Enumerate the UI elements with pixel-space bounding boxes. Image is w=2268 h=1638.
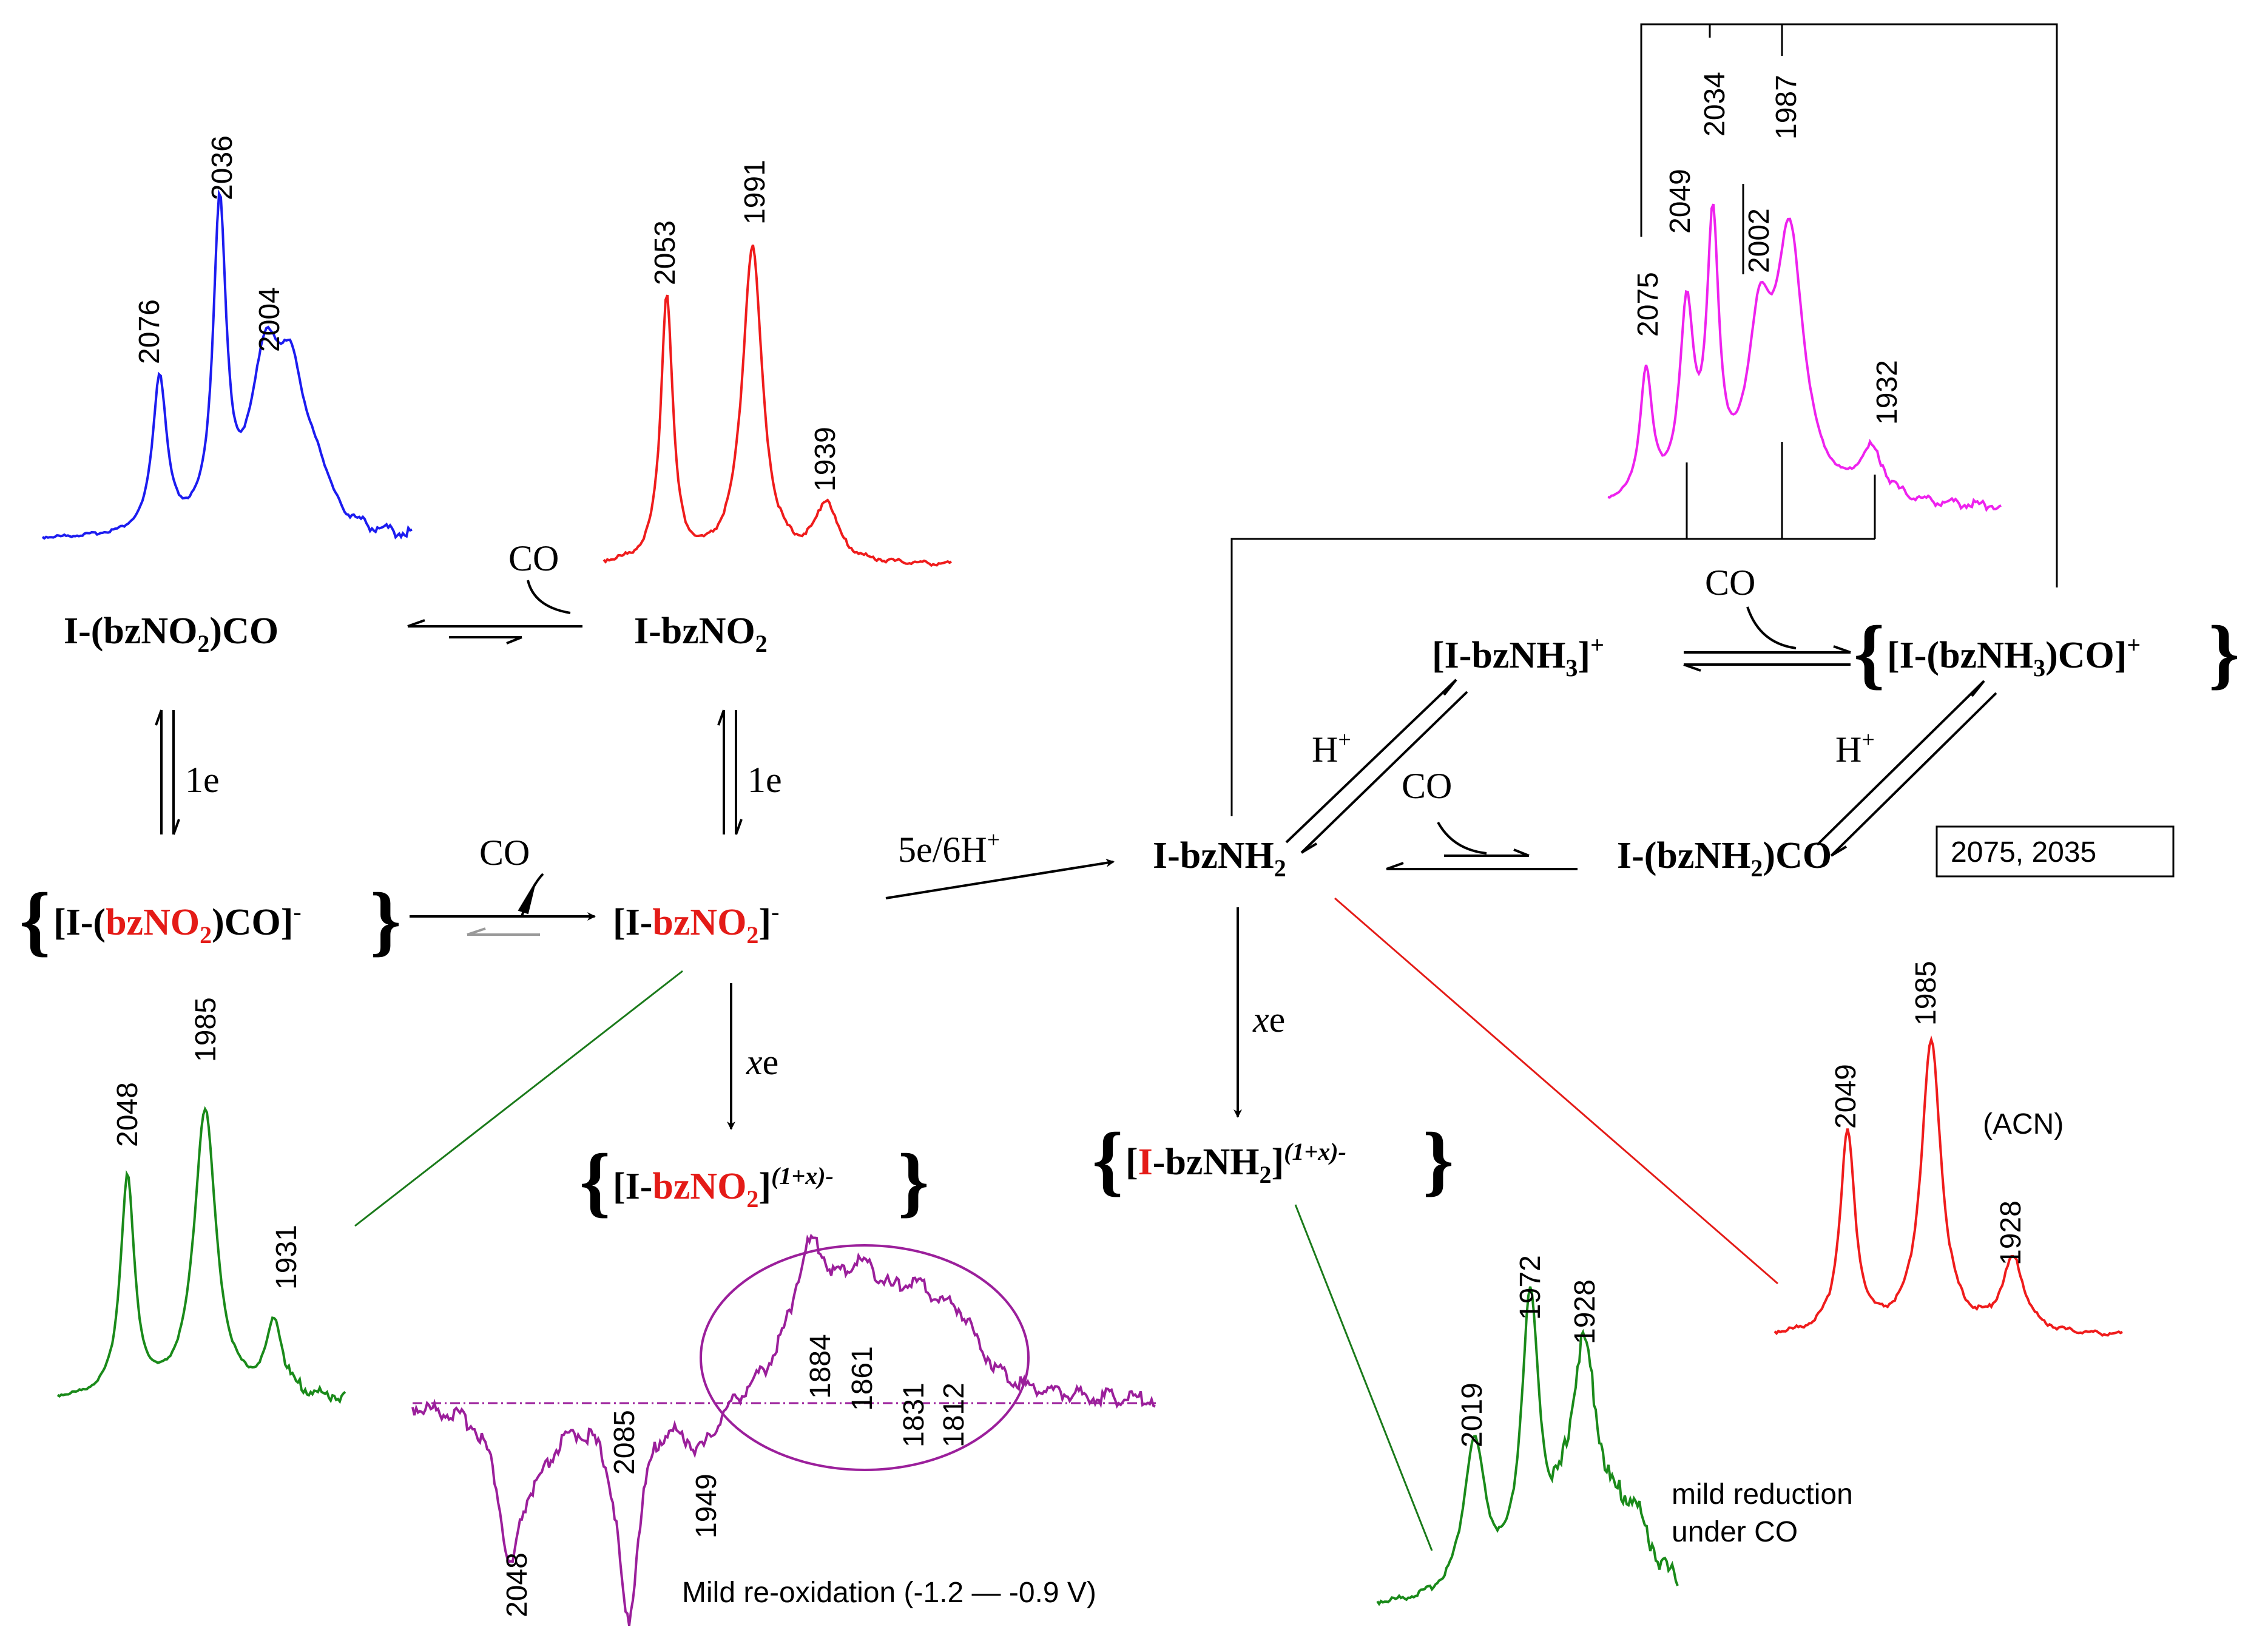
peak-label: 1987 (1770, 75, 1803, 140)
frequency-box-label: 2075, 2035 (1951, 836, 2096, 868)
brace-close: } (370, 877, 401, 964)
peak-label: 2048 (112, 1082, 144, 1147)
solvent-label: (ACN) (1983, 1108, 2064, 1140)
peak-label: 1931 (271, 1225, 303, 1290)
redox-arrow-left-1e (155, 709, 180, 835)
species-i-bznh2-reduced: [I-bzNH2](1+x)- (1126, 1138, 1346, 1188)
one-e-label-middle: 1e (748, 760, 782, 800)
peak-label: 1812 (938, 1382, 970, 1447)
peak-label: 2075 (1632, 272, 1664, 337)
five-e-label: 5e/6H+ (898, 827, 1000, 870)
one-e-label-left: 1e (185, 760, 220, 800)
brace-open: { (579, 1138, 610, 1225)
guide-line-green-right (1294, 1204, 1433, 1551)
guide-line-red-right (1334, 897, 1778, 1285)
peak-label: 1861 (846, 1346, 879, 1411)
peak-label: 2053 (649, 220, 681, 285)
brace-close: } (1423, 1117, 1454, 1204)
peak-label: 2019 (1456, 1382, 1488, 1447)
peak-label: 2049 (1830, 1064, 1862, 1129)
peak-labels-red-top: 2053 1991 1939 (649, 160, 842, 492)
peak-label: 1884 (805, 1334, 837, 1399)
spectrum-blue-i-bzno2-co (41, 189, 413, 540)
h-plus-label-left: H+ (1312, 727, 1351, 770)
co-label-bottom-left: CO (479, 833, 530, 873)
co-equilibrium-middle-right (1386, 822, 1578, 870)
co-label-top-left: CO (508, 538, 559, 578)
peak-labels-purple: 2048 2085 1949 1884 1861 1831 1812 (501, 1334, 970, 1617)
peak-label: 1928 (1995, 1200, 2027, 1265)
reduction-arrow-5e (885, 858, 1115, 899)
peak-label: 1932 (1871, 360, 1903, 425)
spectrum-purple-difference (411, 1233, 1156, 1626)
peak-label: 1831 (898, 1382, 930, 1447)
species-i-bzno2-co: I-(bzNO2)CO (64, 611, 278, 657)
peak-label: 2004 (254, 287, 286, 352)
xe-label-left: xe (746, 1042, 778, 1082)
peak-label: 1991 (739, 160, 771, 225)
mild-reduction-caption-2: under CO (1672, 1516, 1798, 1548)
peak-label: 1928 (1569, 1279, 1601, 1344)
peak-labels-green-left: 2048 1985 1931 (112, 997, 303, 1290)
peak-label: 2049 (1664, 169, 1696, 234)
equilibrium-arrow-top-left (407, 580, 582, 645)
peak-label: 1972 (1514, 1255, 1547, 1320)
spectrum-green-mild-reduction (1376, 1286, 1679, 1606)
peak-labels-magenta: 2075 2049 2034 2002 1987 1932 (1632, 72, 1903, 425)
brace-open: { (1854, 610, 1885, 697)
peak-label: 1949 (690, 1474, 723, 1538)
co-arrow-bottom-left (410, 873, 596, 936)
peak-label: 2002 (1743, 208, 1775, 273)
peak-labels-blue: 2076 2036 2004 (133, 135, 286, 364)
spectrum-green-bzno2-anion (56, 1106, 346, 1404)
guide-line-green-left (354, 970, 683, 1227)
spectrum-magenta-bznh3-co (1607, 203, 2002, 512)
redox-arrow-middle-1e (717, 709, 743, 835)
brace-open: { (1092, 1117, 1123, 1204)
protonation-arrow-left (1285, 679, 1468, 854)
mild-reoxidation-caption: Mild re-oxidation (-1.2 — -0.9 V) (682, 1577, 1096, 1609)
peak-label: 2085 (609, 1410, 641, 1475)
peak-label: 1939 (809, 427, 842, 492)
co-equilibrium-top-right (1683, 606, 1851, 672)
brace-close: } (2209, 610, 2239, 697)
spectrum-red-i-bzno2 (602, 244, 952, 567)
protonation-arrow-right (1816, 680, 1997, 857)
peak-label: 1985 (190, 997, 222, 1062)
magenta-connector-lines (1230, 23, 2058, 816)
species-i-bznh3: [I-bzNH3]+ (1432, 631, 1604, 682)
spectrum-red-acn (1774, 1035, 2123, 1337)
peak-label: 1985 (1910, 961, 1942, 1026)
species-i-bzno2-co-anion: [I-(bzNO2)CO]- (53, 898, 302, 949)
peak-label: 2076 (133, 299, 166, 364)
peak-labels-green-right: 2019 1972 1928 (1456, 1255, 1601, 1447)
species-i-bznh2-co: I-(bzNH2)CO (1617, 835, 1832, 882)
peak-labels-red-right: 2049 1985 1928 (1830, 961, 2027, 1265)
xe-label-right: xe (1252, 1000, 1285, 1040)
species-i-bzno2-reduced: [I-bzNO2](1+x)- (613, 1162, 834, 1213)
brace-close: } (898, 1138, 929, 1225)
species-i-bzno2: I-bzNO2 (634, 611, 768, 657)
mild-reduction-caption-1: mild reduction (1672, 1478, 1853, 1511)
difference-highlight-ellipse (700, 1244, 1030, 1471)
peak-label: 2048 (501, 1552, 533, 1617)
species-i-bznh2: I-bzNH2 (1153, 835, 1286, 882)
peak-label: 2034 (1699, 72, 1731, 137)
co-label-middle-right: CO (1402, 766, 1452, 806)
brace-open: { (19, 877, 50, 964)
frequency-box (1936, 825, 2175, 878)
h-plus-label-right: H+ (1835, 727, 1875, 770)
species-i-bznh3-co: [I-(bzNH3)CO]+ (1887, 631, 2141, 682)
peak-label: 2036 (206, 135, 238, 200)
co-label-top-right: CO (1705, 563, 1755, 603)
species-i-bzno2-anion: [I-bzNO2]- (613, 898, 779, 949)
